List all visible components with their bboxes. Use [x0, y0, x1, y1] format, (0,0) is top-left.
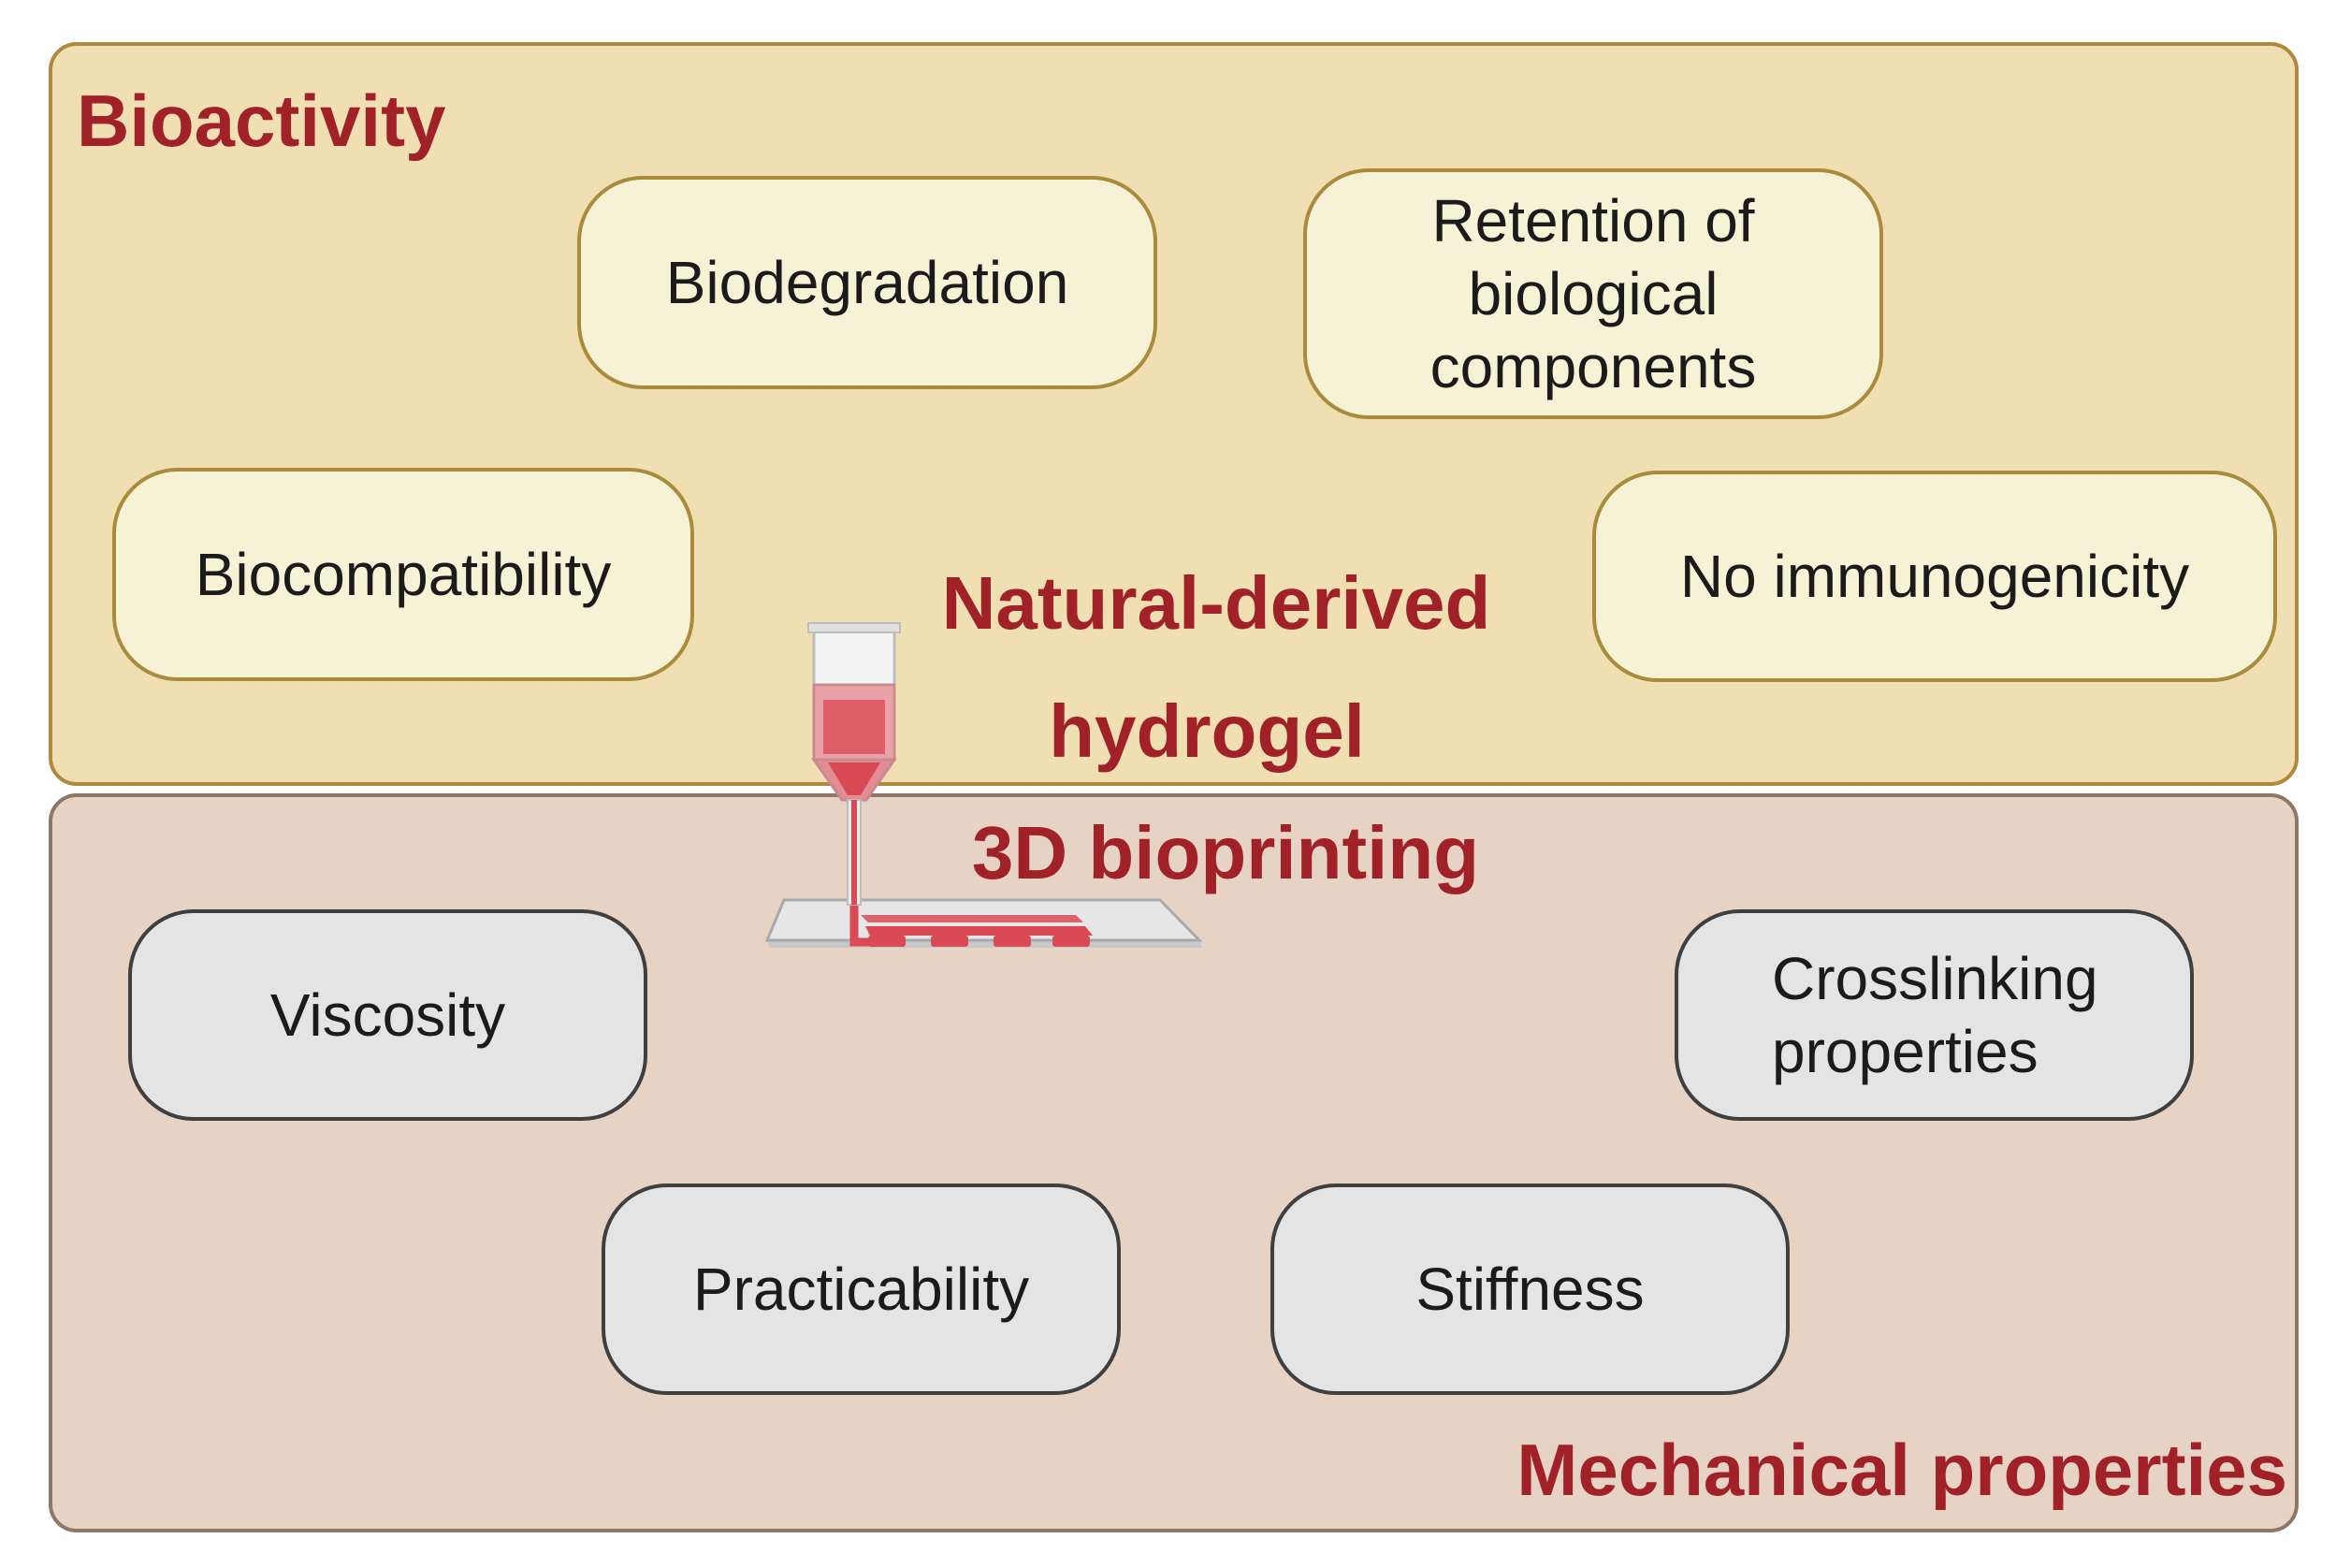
biocompatibility-box: Biocompatibility [112, 468, 694, 681]
retention-box: Retention of biological components [1303, 168, 1883, 419]
bioink-reservoir [823, 700, 885, 754]
nozzle-ink [828, 762, 880, 795]
hydrogel-label: hydrogel [1049, 690, 1365, 773]
bioprinter-nozzle-icon [764, 622, 1203, 948]
crosslinking-label: Crosslinking properties [1772, 944, 2098, 1085]
printed-scaffold [861, 915, 1093, 947]
biocompatibility-label: Biocompatibility [195, 540, 612, 608]
no-immunogenicity-box: No immunogenicity [1592, 471, 2277, 682]
syringe-flange [807, 622, 901, 633]
mechanical-properties-title: Mechanical properties [1516, 1429, 2287, 1511]
practicability-label: Practicability [692, 1255, 1030, 1323]
biodegradation-label: Biodegradation [665, 248, 1069, 316]
bioactivity-title: Bioactivity [77, 80, 446, 162]
stiffness-label: Stiffness [1415, 1255, 1645, 1323]
no-immunogenicity-label: No immunogenicity [1679, 542, 2190, 610]
retention-label: Retention of biological components [1429, 186, 1757, 401]
practicability-box: Practicability [602, 1183, 1121, 1395]
stiffness-box: Stiffness [1270, 1183, 1790, 1395]
syringe-barrel-top [812, 627, 896, 687]
crosslinking-box: Crosslinking properties [1675, 909, 2194, 1121]
viscosity-box: Viscosity [128, 909, 647, 1121]
biodegradation-box: Biodegradation [577, 176, 1157, 389]
viscosity-label: Viscosity [269, 980, 506, 1049]
natural-derived-label: Natural-derived [941, 561, 1491, 645]
3d-bioprinting-label: 3D bioprinting [971, 811, 1480, 894]
needle-ink [851, 800, 857, 905]
